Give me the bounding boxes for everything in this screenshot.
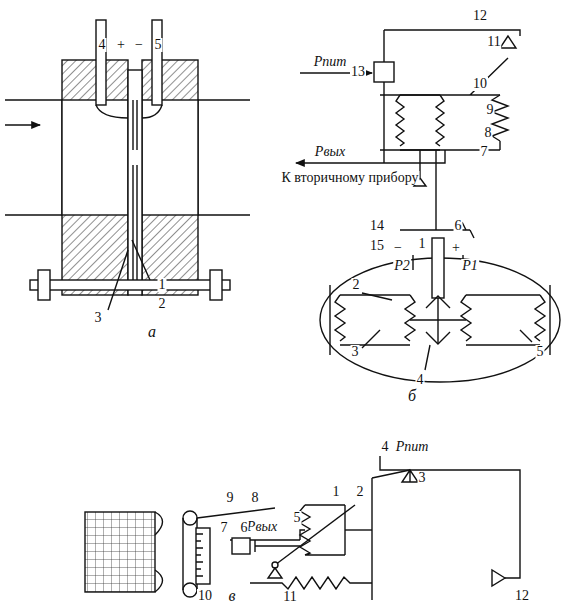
- callout-number: 11: [282, 590, 297, 604]
- callout-number: в: [228, 588, 237, 604]
- callout-number: 8: [484, 126, 493, 140]
- callout-number: 7: [220, 521, 229, 535]
- annotation-text: Pвых: [246, 520, 278, 534]
- callout-number: 1: [158, 278, 167, 292]
- callout-number: 11: [486, 35, 501, 49]
- callout-number: 1: [332, 485, 341, 499]
- callout-number: 3: [94, 311, 103, 325]
- callout-number: 2: [356, 485, 365, 499]
- callout-number: 3: [418, 471, 427, 485]
- callout-number: 9: [486, 103, 495, 117]
- callout-number: 7: [480, 145, 489, 159]
- annotation-text: Pпит: [313, 55, 348, 69]
- callout-number: 4: [98, 38, 107, 52]
- callout-number: 2: [352, 278, 361, 292]
- callout-number: 1: [418, 237, 427, 251]
- callout-number: 6: [454, 219, 463, 233]
- callout-number: 9: [226, 491, 235, 505]
- callout-number: +: [451, 241, 461, 255]
- annotation-text: К вторичному прибору: [280, 171, 419, 185]
- callout-number: 3: [351, 345, 360, 359]
- callout-number: 2: [158, 297, 167, 311]
- annotation-text: Pвых: [314, 145, 346, 159]
- callout-number: 10: [472, 77, 488, 91]
- annotation-text: Pпит: [395, 440, 430, 454]
- callout-number: 12: [472, 9, 488, 23]
- callout-number: 4: [381, 440, 390, 454]
- callout-number: 12: [514, 589, 530, 603]
- callout-number: 8: [251, 491, 260, 505]
- callout-number: −: [393, 241, 403, 255]
- callout-number: б: [407, 388, 417, 404]
- callout-number: 4: [416, 373, 425, 387]
- callout-number: 13: [350, 65, 366, 79]
- callout-number: P1: [461, 259, 479, 273]
- callout-number: 10: [197, 589, 213, 603]
- callout-number: а: [147, 324, 157, 340]
- callout-number: 5: [154, 38, 163, 52]
- callout-number: P2: [393, 259, 411, 273]
- callout-number: +: [116, 38, 126, 52]
- callout-number: 5: [536, 345, 545, 359]
- callout-number: 6: [240, 521, 249, 535]
- callout-number: 5: [293, 511, 302, 525]
- callout-number: −: [134, 38, 144, 52]
- callout-number: 14: [369, 219, 385, 233]
- callout-number: 15: [369, 239, 385, 253]
